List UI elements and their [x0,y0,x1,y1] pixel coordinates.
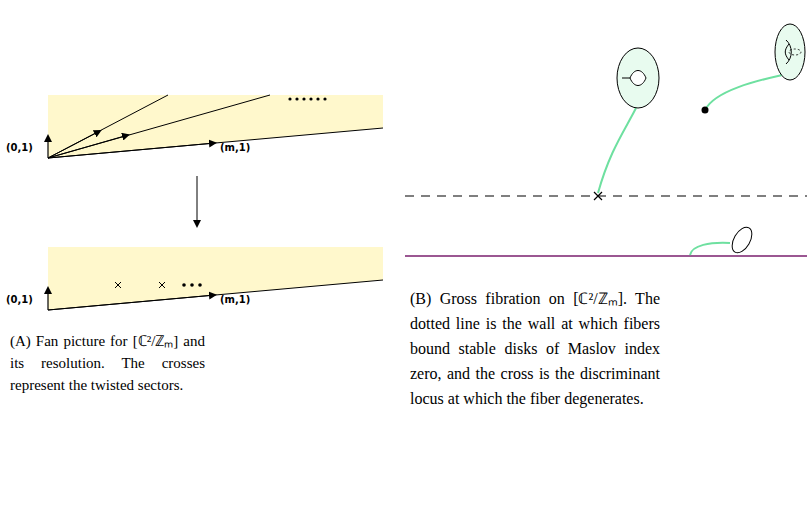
fan-wedge [48,247,383,310]
fan-ray [48,280,383,310]
vector-label: (m,1) [220,142,250,153]
caption: (B) Gross fibration on [ℂ²/ℤₘ]. The dott… [410,286,660,411]
twisted-sector-cross [115,282,165,288]
leader-line [598,108,636,193]
fan-ray [48,295,215,310]
fan-wedge [48,95,383,158]
ellipsis-dots [288,97,326,100]
leader-line [690,243,730,255]
ellipsis-dots [182,283,202,287]
torus-fiber [775,24,805,80]
fiber-point [702,107,709,114]
map-arrow [197,176,198,226]
boundary-line [405,255,807,257]
fan-ray [48,128,383,158]
fan-ray [47,288,48,310]
pinched-torus [617,48,659,108]
caption: (A) Fan picture for [ℂ²/ℤₘ] and its reso… [10,330,205,396]
wall-line [405,195,807,196]
leader-line [705,75,782,110]
fan-ray [47,136,48,158]
vector-label: (m,1) [220,294,250,305]
discriminant-cross [594,192,602,200]
fan-ray [48,143,215,158]
vector-label: (0,1) [6,142,33,153]
vector-label: (0,1) [6,294,33,305]
circle-fiber [728,224,756,256]
